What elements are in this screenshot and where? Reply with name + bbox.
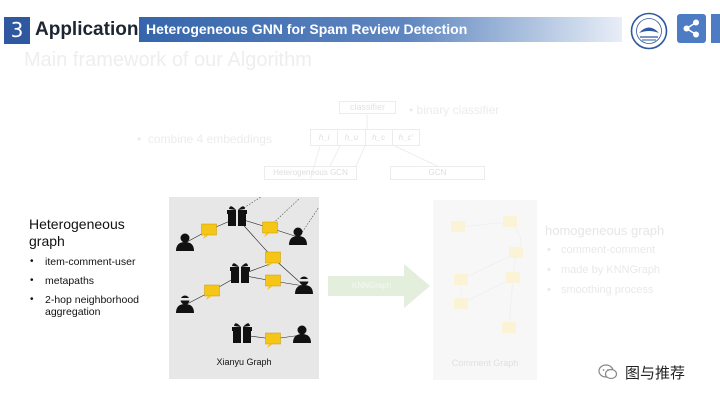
user-node	[293, 325, 311, 343]
item-node	[230, 263, 250, 283]
xianyu-graph-diagram	[176, 197, 319, 349]
list-item: metapaths	[29, 275, 164, 287]
user-node	[176, 233, 194, 251]
binary-classifier-label: • binary classifier	[409, 103, 500, 117]
comment-node	[454, 298, 468, 309]
homo-graph-title: homogeneous graph	[545, 223, 665, 238]
watermark-text: 图与推荐	[625, 364, 686, 382]
list-item: item-comment-user	[29, 256, 164, 268]
university-logo-icon	[630, 12, 668, 50]
list-item: 2-hop neighborhood aggregation	[29, 294, 164, 318]
xianyu-graph-panel: Xianyu Graph	[169, 197, 319, 379]
embedding-row: h_i h_u h_c h_c'	[310, 129, 420, 146]
comment-graph-label: Comment Graph	[451, 358, 519, 368]
comment-node	[265, 332, 281, 349]
item-node	[232, 323, 252, 343]
list-item: made by KNNGraph	[545, 264, 660, 277]
share-icon	[683, 19, 699, 38]
comment-node	[503, 216, 517, 227]
knn-arrow-label: KNNGraph	[352, 281, 392, 290]
graph-edge	[508, 277, 514, 329]
comment-node	[509, 247, 523, 258]
section-title: Application	[35, 19, 139, 40]
graph-edge	[460, 252, 517, 281]
knn-arrow-icon	[328, 264, 430, 308]
comment-node	[502, 322, 516, 333]
section-number: 3	[4, 17, 30, 44]
item-node	[227, 206, 247, 226]
combine-label: • combine 4 embeddings	[137, 132, 272, 146]
gcn-box: GCN	[390, 166, 485, 180]
comment-node	[506, 272, 520, 283]
wechat-icon	[598, 364, 618, 380]
embedding-cell: h_i	[311, 130, 339, 145]
hetero-graph-title: Heterogeneous graph	[29, 216, 125, 249]
graph-edge	[238, 197, 262, 212]
comment-node	[201, 223, 217, 240]
xianyu-graph-label: Xianyu Graph	[216, 357, 272, 367]
spammer-node	[176, 295, 194, 313]
embedding-cell: h_c	[366, 130, 393, 145]
embedding-cell: h_u	[338, 130, 366, 145]
share-button[interactable]	[677, 14, 706, 43]
slide-title: Main framework of our Algorithm	[24, 49, 312, 71]
comment-node	[265, 274, 281, 291]
comment-node	[204, 284, 220, 301]
homo-graph-bullets: comment-comment made by KNNGraph smoothi…	[545, 244, 660, 304]
comment-node	[451, 221, 465, 232]
title-banner: Heterogeneous GNN for Spam Review Detect…	[139, 17, 622, 42]
classifier-box: classifier	[339, 101, 396, 114]
comment-node	[454, 274, 468, 285]
hetero-graph-bullets: item-comment-user metapaths 2-hop neighb…	[29, 256, 164, 325]
comment-graph-panel: Comment Graph	[433, 200, 537, 380]
user-node	[289, 227, 307, 245]
list-item: smoothing process	[545, 284, 660, 297]
embedding-cell: h_c'	[398, 133, 414, 142]
list-item: comment-comment	[545, 244, 660, 257]
comment-graph-diagram	[451, 216, 523, 333]
graph-edge	[457, 221, 511, 228]
graph-edge	[460, 277, 514, 305]
side-tab[interactable]	[711, 14, 720, 43]
comment-node	[262, 221, 278, 238]
